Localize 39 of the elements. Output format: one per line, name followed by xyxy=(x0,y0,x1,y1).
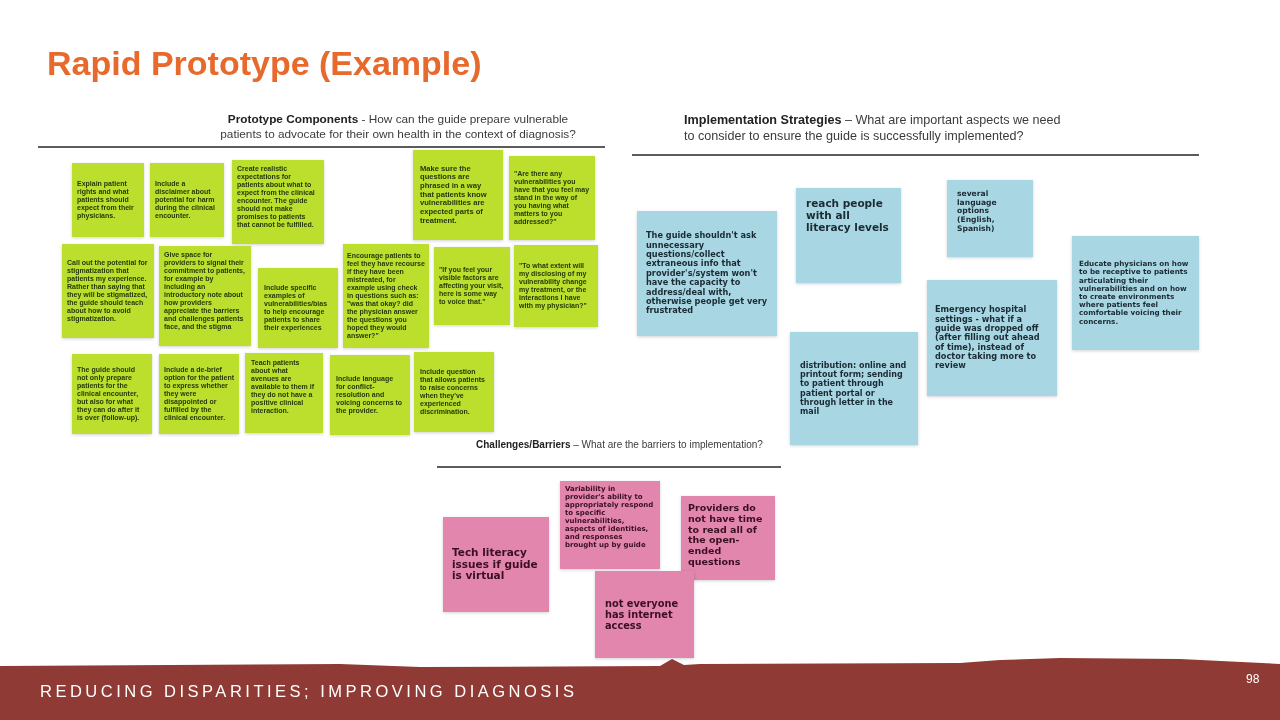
note-text: The guide shouldn't ask unnecessary questions/collect extraneous info that provider's/system won't have the capacity to address/deal with, otherwise people get very frustrated xyxy=(646,231,768,316)
sticky-note xyxy=(927,280,1057,396)
note-text: reach people with all literacy levels xyxy=(806,198,890,234)
section-heading: Challenges/Barriers – What are the barriers to implementation? xyxy=(476,438,764,451)
sticky-note xyxy=(72,163,144,237)
sticky-note xyxy=(258,268,338,348)
sticky-note xyxy=(637,211,777,336)
note-text: Emergency hospital settings - what if a guide was dropped off (after filling out ahead of time), instead of doctor taking more to review xyxy=(935,305,1041,371)
sticky-note xyxy=(414,352,494,432)
sticky-note xyxy=(343,244,429,348)
sticky-note xyxy=(443,517,549,612)
note-text: distribution: online and printout form; sending to patient through patient portal or through letter in the mail xyxy=(800,361,908,416)
sticky-note xyxy=(796,188,901,283)
sticky-note xyxy=(245,353,323,433)
slide-title: Rapid Prototype (Example) xyxy=(47,45,482,83)
sticky-note xyxy=(1072,236,1199,350)
note-text: Tech literacy issues if guide is virtual xyxy=(452,546,539,583)
sticky-note xyxy=(434,247,510,325)
note-text: Providers do not have time to read all of the open-ended questions xyxy=(688,503,764,568)
sticky-note xyxy=(232,160,324,244)
sticky-note xyxy=(790,332,918,445)
sticky-note xyxy=(330,355,410,435)
sticky-note xyxy=(62,244,154,338)
sticky-note xyxy=(159,354,239,434)
section-heading: Prototype Components - How can the guide prepare vulnerable patients to advocate for their own health in the context of diagnosis? xyxy=(219,112,577,143)
sticky-note xyxy=(595,571,694,658)
page-number: 98 xyxy=(1246,672,1260,686)
sticky-note xyxy=(72,354,152,434)
sticky-note xyxy=(509,156,595,240)
sticky-note xyxy=(947,180,1033,257)
section-heading: Implementation Strategies – What are important aspects we need to consider to ensure the guide is successfully implemented? xyxy=(684,112,1062,145)
sticky-note xyxy=(159,246,251,346)
sticky-note xyxy=(681,496,775,580)
note-text: not everyone has internet access xyxy=(605,597,680,632)
footer-tagline: REDUCING DISPARITIES; IMPROVING DIAGNOSIS xyxy=(40,682,578,701)
sticky-note xyxy=(560,481,660,569)
sticky-note xyxy=(514,245,598,327)
sticky-note xyxy=(150,163,224,237)
sticky-note xyxy=(413,150,503,240)
